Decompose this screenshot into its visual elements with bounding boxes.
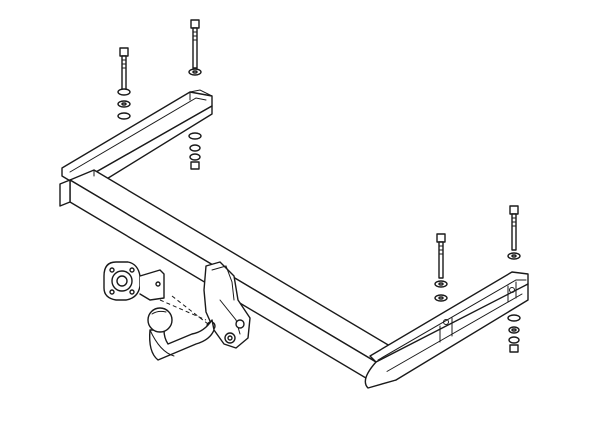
bolt-right-2 [507,205,521,353]
bolt-left-1 [117,47,131,120]
tow-ball-assembly [147,295,215,361]
socket-plate [103,261,165,301]
right-mounting-bracket [364,271,529,389]
bolt-right-1 [434,233,448,302]
bolt-left-2 [188,19,202,170]
left-mounting-bracket [61,89,213,195]
